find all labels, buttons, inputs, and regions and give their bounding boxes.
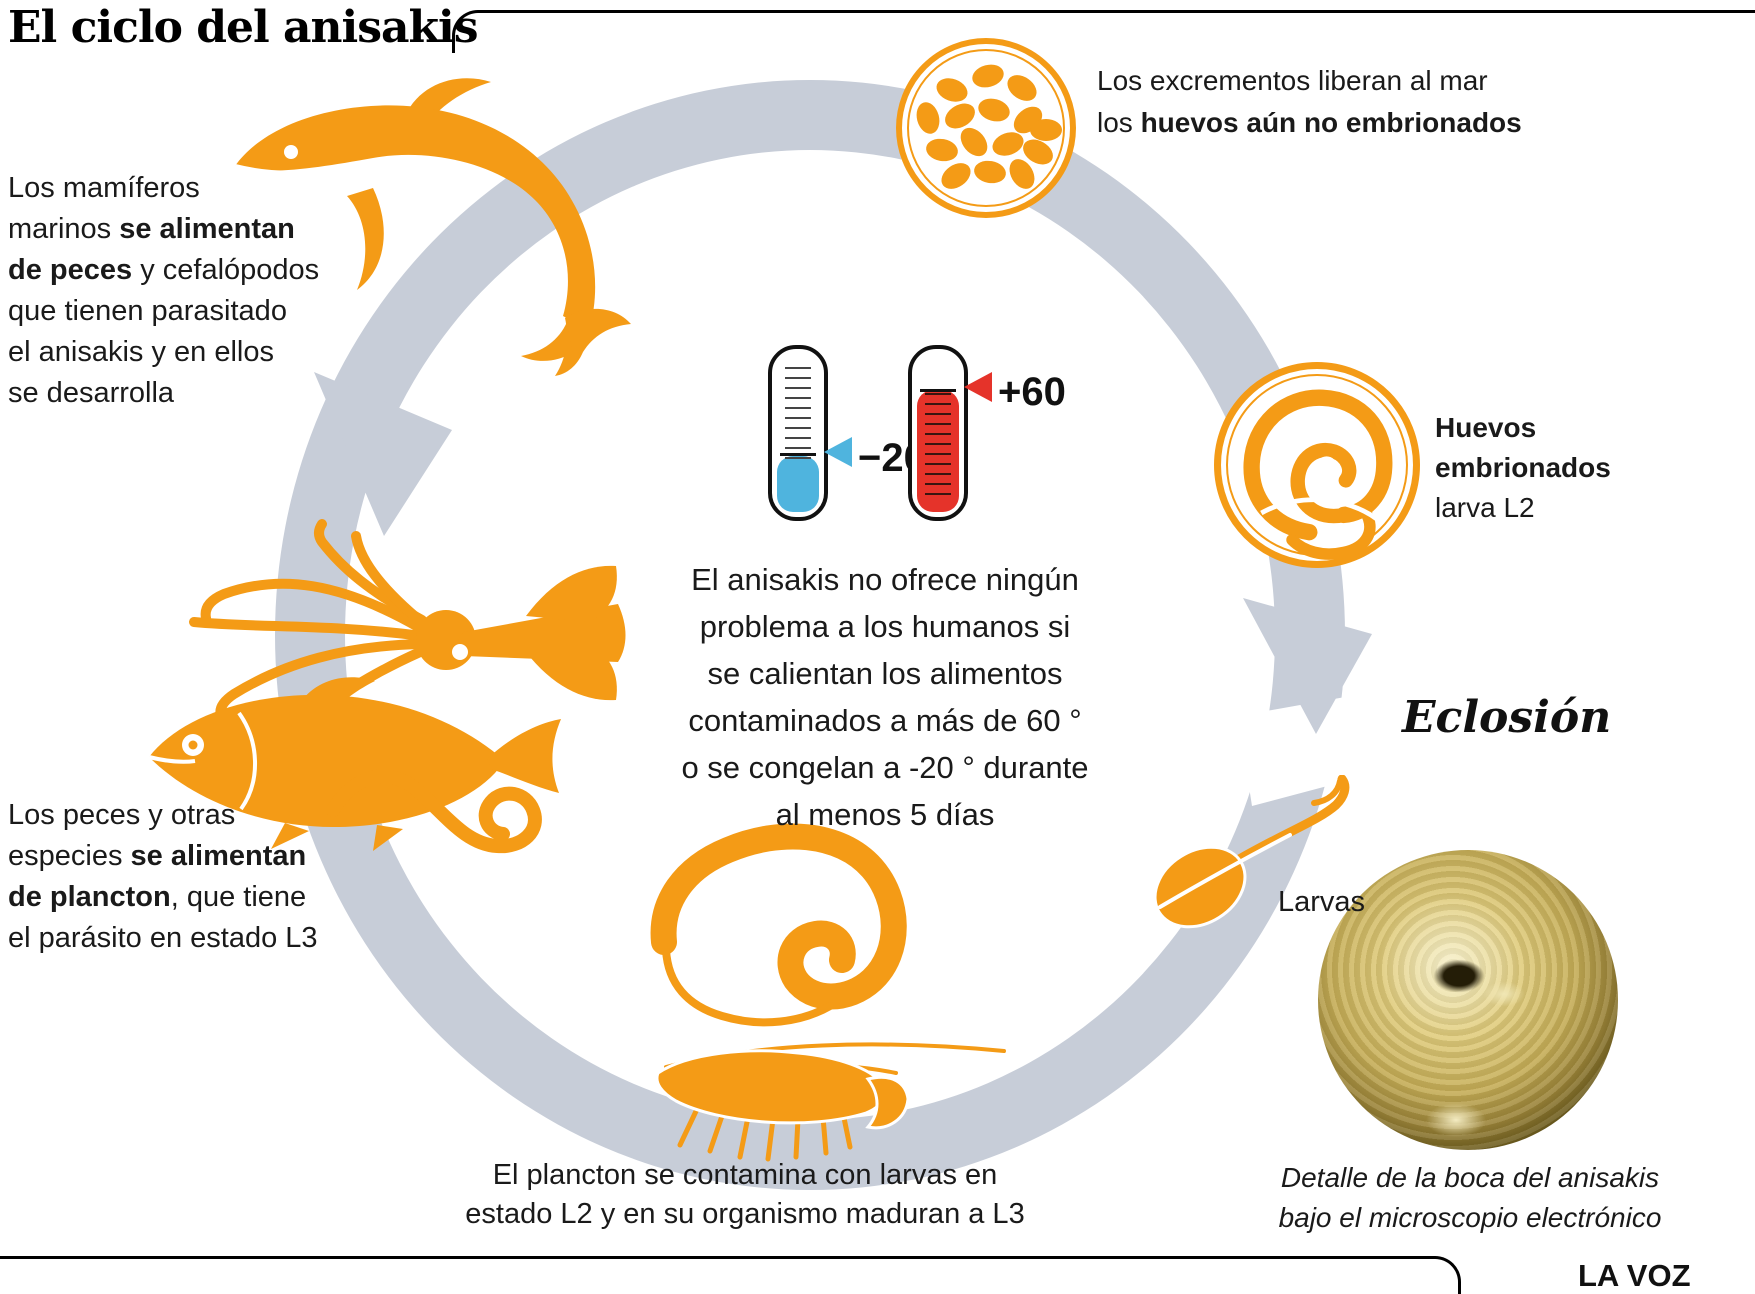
text-line: que tienen parasitado (8, 295, 287, 327)
text-line: Los excrementos liberan al mar (1097, 65, 1488, 96)
electron-microscope-photo (1318, 850, 1618, 1150)
squid-icon (189, 519, 626, 767)
text-line: embrionados (1435, 448, 1611, 488)
text-segment-bold: embrionados (1435, 452, 1611, 483)
text-line: contaminados a más de 60 ° (688, 703, 1082, 738)
worm-icon (326, 769, 542, 854)
thermometer-ticks (785, 367, 811, 467)
text-segment: especies (8, 840, 131, 872)
text-segment: , que tiene (170, 881, 307, 913)
text-line: Los mamíferos (8, 168, 319, 209)
page-title: El ciclo del anisakis (8, 2, 479, 53)
text-segment: Los mamíferos (8, 172, 200, 204)
label-larvas: Larvas (1278, 886, 1366, 918)
text-line: Huevos (1435, 408, 1611, 448)
dolphin-icon (234, 78, 631, 376)
hot-level-line (920, 389, 956, 392)
text-line: de plancton, que tiene (8, 877, 318, 918)
top-frame-rule (452, 10, 1755, 53)
text-segment-bold: huevos aún no embrionados (1140, 107, 1522, 138)
text-line: el parásito en estado L3 (8, 922, 318, 954)
text-line: los huevos aún no embrionados (1097, 102, 1522, 144)
text-line: El anisakis no ofrece ningún (691, 562, 1079, 597)
brand-logo: LA VOZ (1578, 1258, 1691, 1293)
text-segment-bold: Huevos (1435, 412, 1537, 443)
text-line: larva L2 (1435, 492, 1535, 523)
krill-icon (655, 1042, 1006, 1162)
microscope-caption: Detalle de la boca del anisakis bajo el … (1250, 1158, 1690, 1238)
text-line: se calientan los alimentos (707, 656, 1063, 691)
hot-temperature-label: +60 (998, 370, 1066, 414)
label-eclosion: Eclosión (1402, 692, 1612, 743)
cold-level-line (780, 453, 816, 456)
text-line: bajo el microscopio electrónico (1278, 1202, 1662, 1233)
embryonated-egg-icon (1214, 362, 1420, 568)
text-line: problema a los humanos si (699, 609, 1071, 644)
text-segment-bold: se alimentan (130, 840, 307, 872)
thermometer-cold-icon (768, 345, 828, 521)
text-line: Los peces y otras (8, 799, 236, 831)
larva-icon (1153, 775, 1350, 929)
text-line: al menos 5 días (775, 797, 995, 832)
text-line: o se congelan a -20 ° durante (681, 750, 1089, 785)
text-line: El plancton se contamina con larvas en (492, 1159, 998, 1191)
hot-pointer-icon (964, 372, 992, 402)
text-line: estado L2 y en su organismo maduran a L3 (465, 1198, 1025, 1230)
center-warning-text: El anisakis no ofrece ningún problema a … (665, 556, 1105, 838)
cold-pointer-icon (824, 437, 852, 467)
text-segment-bold: se alimentan (119, 213, 295, 245)
worm-large-icon (650, 823, 907, 1027)
text-line: Detalle de la boca del anisakis (1280, 1162, 1660, 1193)
text-segment: y cefalópodos (132, 254, 320, 286)
eggs-circle-icon (896, 38, 1076, 218)
text-segment: marinos (8, 213, 120, 245)
note-embryonated-eggs: Huevos embrionados larva L2 (1435, 408, 1611, 528)
text-line: de peces y cefalópodos (8, 250, 319, 291)
note-plankton-contamination: El plancton se contamina con larvas en e… (445, 1156, 1045, 1234)
text-segment-bold: de peces (8, 254, 133, 286)
text-line: marinos se alimentan (8, 209, 319, 250)
note-excrement-eggs: Los excrementos liberan al mar los huevo… (1097, 60, 1522, 144)
thermometer-ticks (925, 393, 951, 503)
text-segment-bold: de plancton (8, 881, 171, 913)
text-segment: los (1097, 107, 1141, 138)
bottom-frame-rule (0, 1256, 1461, 1294)
note-fish-plankton: Los peces y otras especies se alimentan … (8, 795, 318, 959)
note-marine-mammals: Los mamíferos marinos se alimentan de pe… (8, 168, 319, 414)
text-line: especies se alimentan (8, 836, 318, 877)
text-line: el anisakis y en ellos (8, 336, 274, 368)
text-line: se desarrolla (8, 377, 175, 409)
thermometer-hot-icon (908, 345, 968, 521)
